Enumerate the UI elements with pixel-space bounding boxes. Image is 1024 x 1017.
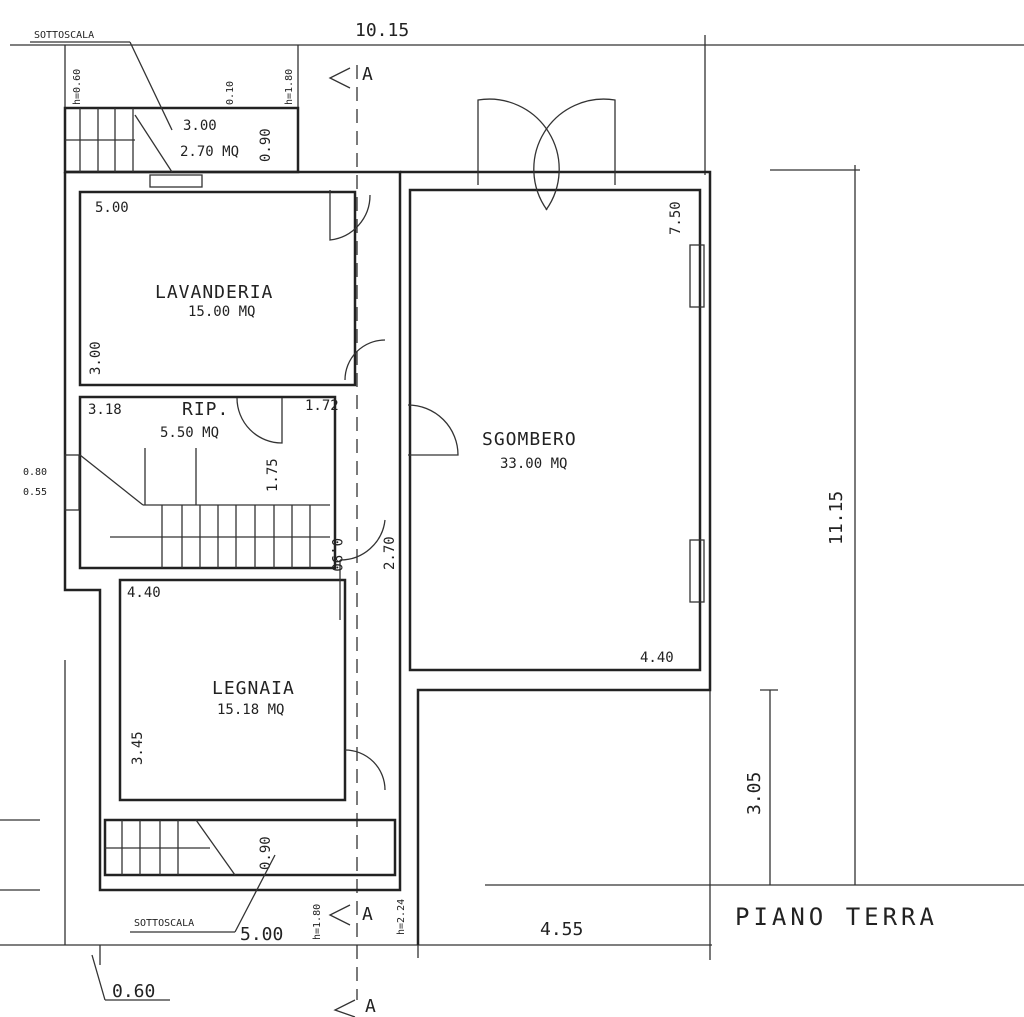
stairs [65,108,330,876]
svg-text:1.72: 1.72 [305,398,339,414]
dim-bottom-right: 4.55 [540,919,583,940]
dim-offset: 0.60 [112,981,155,1002]
doors [236,98,616,791]
svg-text:0.90: 0.90 [258,836,274,870]
dim-right-height: 11.15 [826,491,847,545]
section-marker-mid: A [362,904,373,925]
dimension-lines [0,35,1024,1001]
svg-text:3.18: 3.18 [88,402,122,418]
svg-text:h=1.80: h=1.80 [284,69,295,105]
room-legnaia: LEGNAIA 15.18 MQ 4.40 3.45 [127,585,295,765]
svg-text:2.70 MQ: 2.70 MQ [180,144,239,160]
svg-text:h=1.80: h=1.80 [312,904,323,940]
svg-text:0.90: 0.90 [328,538,344,572]
svg-text:0.80: 0.80 [23,467,47,478]
svg-text:SOTTOSCALA: SOTTOSCALA [134,918,194,929]
walls [63,106,712,945]
section-marker-bottom: A [365,996,376,1017]
svg-text:15.18 MQ: 15.18 MQ [217,702,284,718]
dim-bottom-left: 5.00 [240,924,283,945]
svg-text:RIP.: RIP. [182,399,229,420]
plan-title: PIANO TERRA [735,903,938,931]
misc-labels: 2.70 0.90 0.90 SOTTOSCALA h=1.80 h=2.24 … [23,467,407,940]
svg-text:0.55: 0.55 [23,487,47,498]
svg-text:1.75: 1.75 [265,458,281,492]
svg-text:h=0.60: h=0.60 [72,69,83,105]
svg-text:3.00: 3.00 [183,118,217,134]
dim-right-partial: 3.05 [744,772,765,815]
svg-text:0.90: 0.90 [258,128,274,162]
room-sgombero: SGOMBERO 33.00 MQ 7.50 4.40 [482,201,684,666]
dim-top-width: 10.15 [355,20,409,41]
svg-text:5.00: 5.00 [95,200,129,216]
svg-text:5.50 MQ: 5.50 MQ [160,425,219,441]
room-lavanderia: LAVANDERIA 15.00 MQ 5.00 3.00 [88,200,273,375]
stair-treads [161,505,311,568]
svg-text:33.00 MQ: 33.00 MQ [500,456,567,472]
svg-text:SOTTOSCALA: SOTTOSCALA [34,30,94,41]
svg-text:4.40: 4.40 [127,585,161,601]
svg-text:h=2.24: h=2.24 [396,899,407,935]
svg-text:4.40: 4.40 [640,650,674,666]
svg-text:3.00: 3.00 [88,341,104,375]
section-line-a [328,65,358,1017]
svg-text:3.45: 3.45 [130,731,146,765]
svg-text:15.00 MQ: 15.00 MQ [188,304,255,320]
svg-text:SGOMBERO: SGOMBERO [482,429,577,450]
svg-text:7.50: 7.50 [668,201,684,235]
svg-text:LAVANDERIA: LAVANDERIA [155,282,273,303]
room-sottoscala: SOTTOSCALA 3.00 2.70 MQ 0.10 0.90 h=0.60… [30,30,295,162]
svg-text:2.70: 2.70 [382,536,398,570]
room-ripostiglio: RIP. 5.50 MQ 3.18 1.72 1.75 [88,398,339,492]
svg-text:0.10: 0.10 [225,81,236,105]
svg-text:LEGNAIA: LEGNAIA [212,678,295,699]
section-marker-top: A [362,64,373,85]
